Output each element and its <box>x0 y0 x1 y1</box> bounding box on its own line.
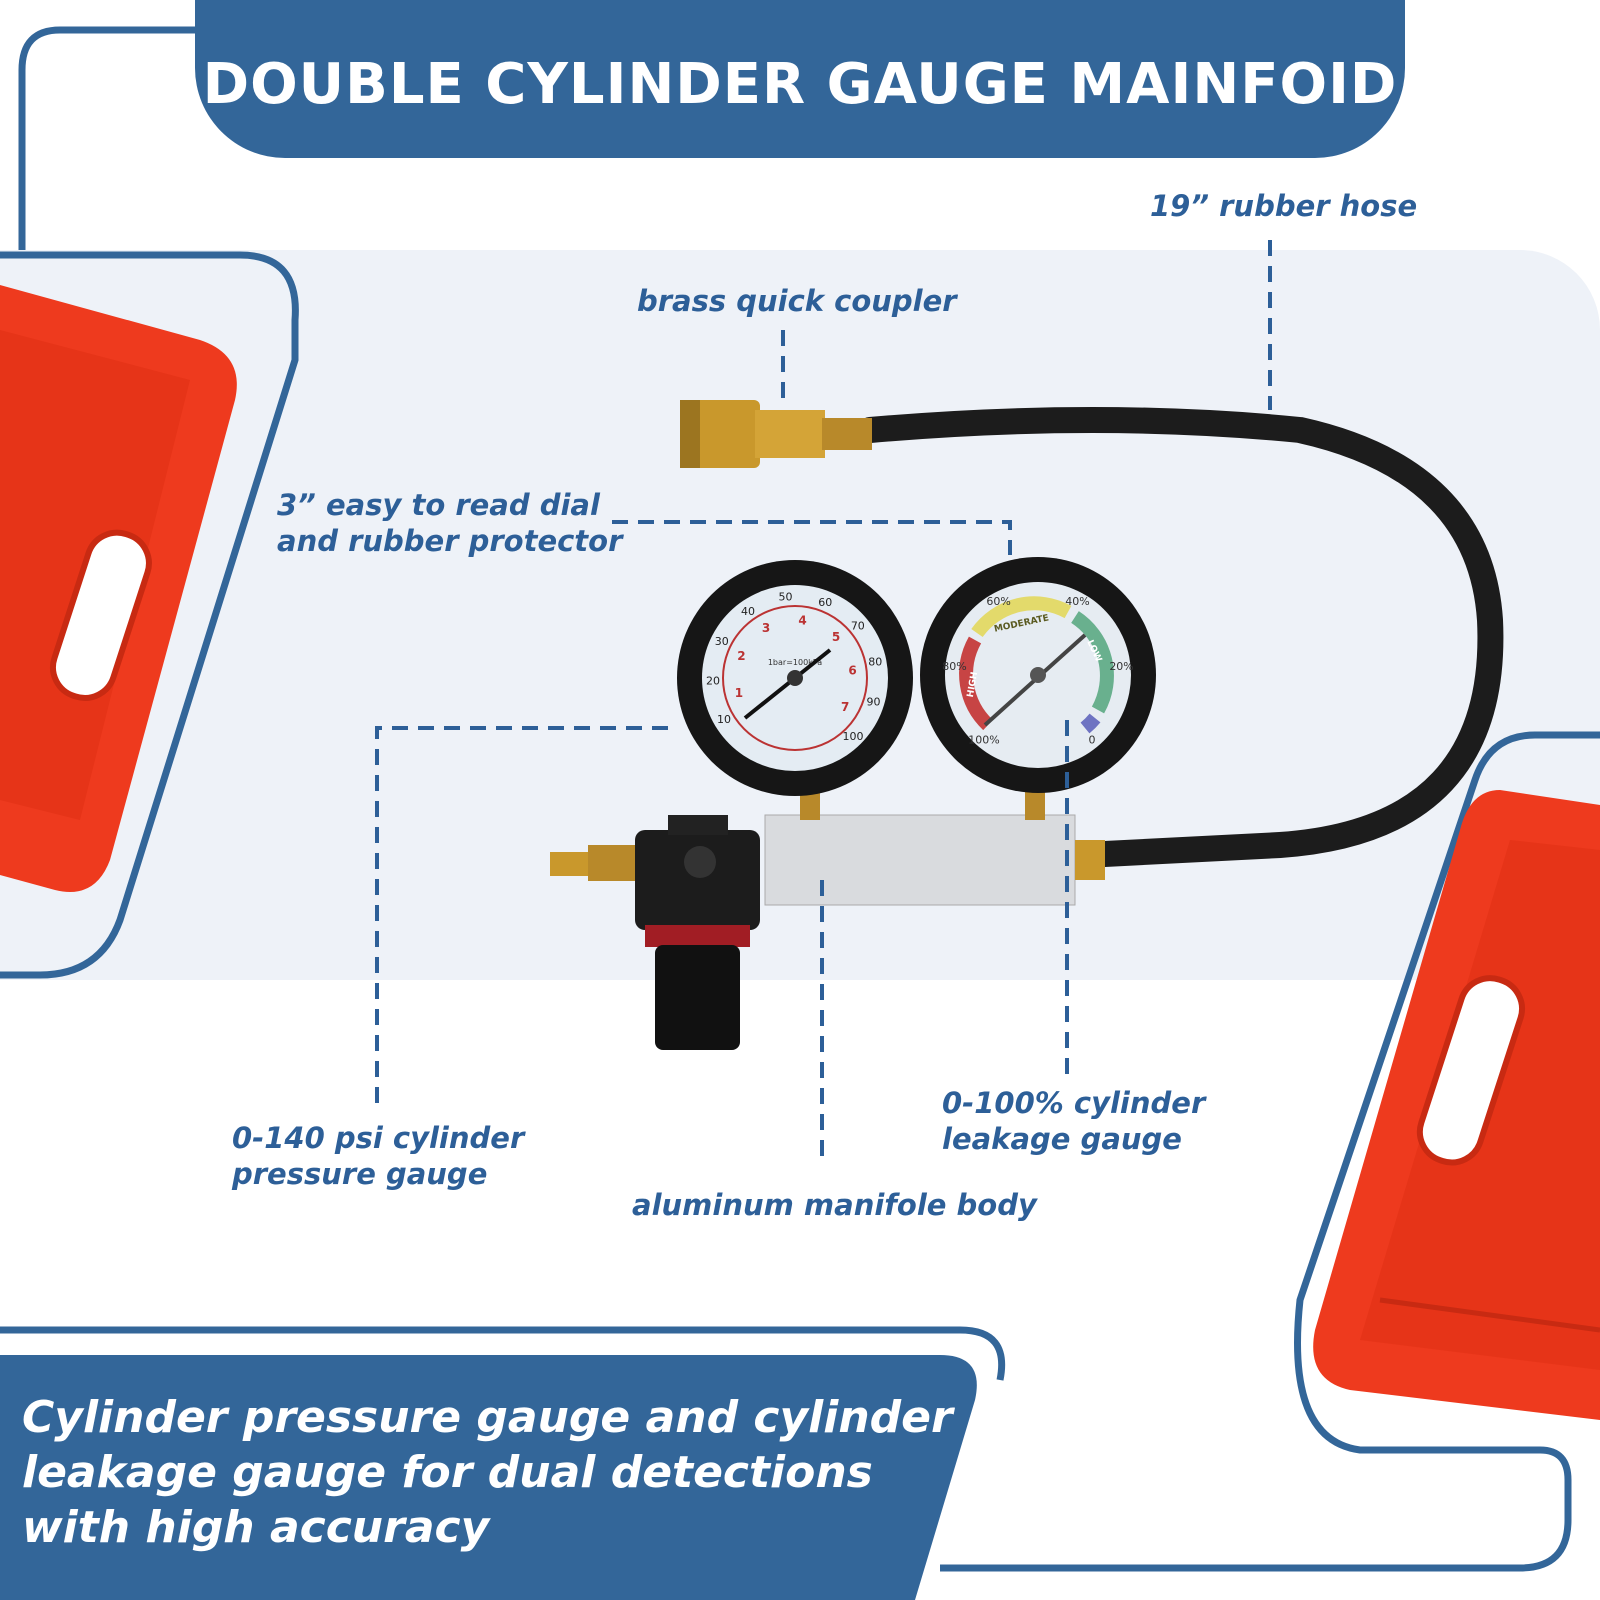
callout-leakage: 0-100% cylinder leakage gauge <box>942 1085 1205 1157</box>
leak-tick-label: 40% <box>1065 595 1089 608</box>
frame-bottom-top <box>0 1326 1006 1381</box>
psi-tick-label: 80 <box>868 655 882 668</box>
callout-dial-line1: 3” easy to read dial <box>277 488 600 522</box>
psi-tick-label: 10 <box>717 713 731 726</box>
psi-tick-label: 30 <box>715 635 729 648</box>
callout-body: aluminum manifole body <box>632 1188 1037 1222</box>
callout-leakage-line1: 0-100% cylinder <box>942 1086 1206 1120</box>
hose-fitting <box>1075 840 1105 880</box>
bottom-panel <box>0 1355 977 1600</box>
right-case-image <box>1313 790 1600 1420</box>
callout-pressure: 0-140 psi cylinder pressure gauge <box>232 1120 524 1192</box>
footer-line1: Cylinder pressure gauge and cylinder <box>22 1392 953 1443</box>
pressure-gauge: 10 20 30 40 50 60 70 80 90 100 1 2 3 4 5 6 7 1bar=100kP… <box>677 560 913 796</box>
bar-tick-label: 6 <box>848 663 856 677</box>
footer-text: Cylinder pressure gauge and cylinder lea… <box>22 1390 953 1555</box>
leak-tick-label: 60% <box>986 595 1010 608</box>
frame-left <box>0 251 299 979</box>
bar-tick-label: 4 <box>798 613 806 627</box>
psi-tick-label: 90 <box>867 696 881 709</box>
gauge-stem <box>800 790 820 820</box>
bar-tick-label: 3 <box>762 621 770 635</box>
leak-tick-label: 100% <box>968 733 999 746</box>
callout-pressure-line1: 0-140 psi cylinder <box>232 1121 525 1155</box>
callout-dial: 3” easy to read dial and rubber protecto… <box>277 487 622 559</box>
leak-tick-label: 80% <box>942 660 966 673</box>
callout-pressure-line2: pressure gauge <box>232 1157 488 1191</box>
callout-leakage-line2: leakage gauge <box>942 1122 1182 1156</box>
psi-tick-label: 40 <box>741 605 755 618</box>
callout-leaders <box>375 240 1272 1165</box>
title-banner: DOUBLE CYLINDER GAUGE MAINFOID <box>195 0 1405 158</box>
footer-line3: with high accuracy <box>22 1502 490 1553</box>
frame-line-top-left <box>18 26 210 250</box>
brass-coupler <box>680 400 872 468</box>
rubber-hose <box>857 407 1504 868</box>
gauge-stem <box>1025 790 1045 820</box>
callout-dial-line2: and rubber protector <box>277 524 623 558</box>
psi-tick-label: 100 <box>842 730 863 743</box>
psi-tick-label: 60 <box>818 596 832 609</box>
frame-right <box>940 731 1600 1572</box>
bar-tick-label: 5 <box>832 630 840 644</box>
callout-coupler: brass quick coupler <box>637 284 957 318</box>
footer-line2: leakage gauge for dual detections <box>22 1447 873 1498</box>
leak-tick-label: 20% <box>1109 660 1133 673</box>
left-case-image <box>0 285 237 892</box>
psi-tick-label: 50 <box>778 591 792 604</box>
unit-note: 1bar=100kPa <box>768 658 822 667</box>
leak-tick-label: 0 <box>1088 733 1095 746</box>
psi-tick-label: 70 <box>851 619 865 632</box>
aluminum-manifold <box>764 814 1076 906</box>
bar-tick-label: 2 <box>737 649 745 663</box>
regulator <box>550 815 760 1050</box>
page-title: DOUBLE CYLINDER GAUGE MAINFOID <box>202 51 1398 117</box>
callout-hose: 19” rubber hose <box>1150 189 1418 223</box>
leakage-gauge: HIGH MODERATE LOW 100%80%60%40%20%0 <box>920 557 1156 793</box>
needle <box>743 648 832 720</box>
zone-label-high: HIGH <box>966 671 980 698</box>
psi-tick-label: 20 <box>706 674 720 687</box>
bar-tick-label: 7 <box>841 700 849 714</box>
bar-tick-label: 1 <box>735 686 743 700</box>
